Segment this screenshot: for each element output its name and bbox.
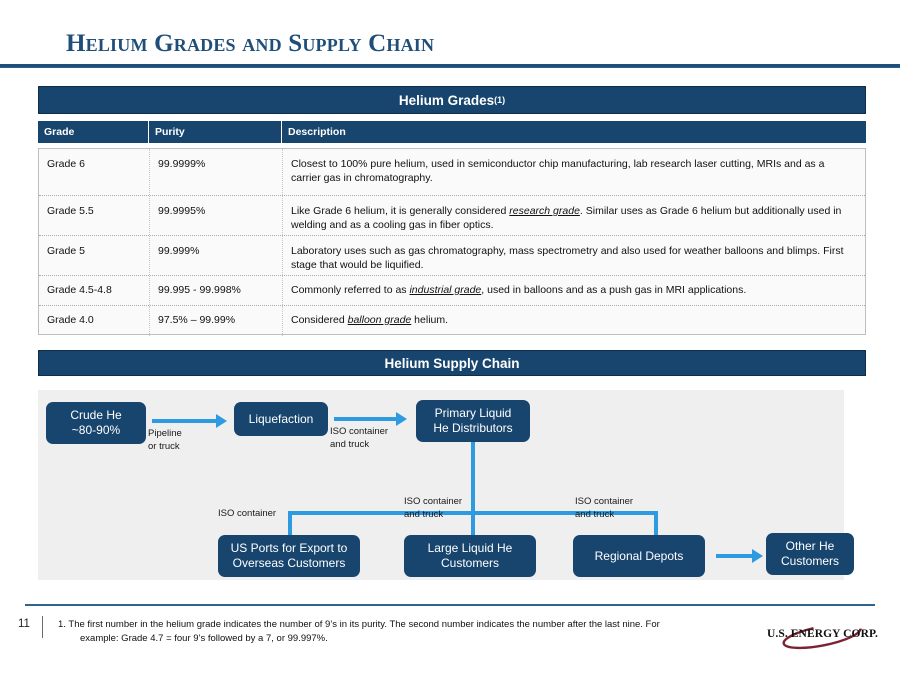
flow-label-iso-2-line2: and truck (404, 508, 444, 520)
flow-label-iso-container-and-truck-2: ISO container and truck (404, 496, 462, 522)
arrow-depots-to-other-customers (716, 554, 752, 558)
grades-banner-footnote-ref: (1) (494, 95, 506, 105)
node-regional-depots[interactable]: Regional Depots (573, 535, 705, 577)
cell-purity: 99.9999% (149, 149, 282, 195)
node-crude-he-line2: ~80-90% (71, 423, 121, 437)
flow-label-iso-3-line1: ISO container (575, 496, 634, 507)
footer-divider (25, 604, 875, 606)
cell-grade: Grade 6 (47, 158, 85, 170)
table-row: Grade 6 99.9999% Closest to 100% pure he… (39, 149, 865, 196)
node-large-line2: Customers (440, 556, 499, 570)
supply-chain-banner: Helium Supply Chain (38, 350, 866, 376)
footnote-line1: 1. The first number in the helium grade … (58, 619, 660, 630)
node-ports-line1: US Ports for Export to (230, 541, 348, 555)
node-large-line1: Large Liquid He (427, 541, 513, 555)
node-crude-he-line1: Crude He (70, 408, 122, 422)
column-header-grade: Grade (44, 126, 75, 138)
node-large-liquid-he-customers[interactable]: Large Liquid He Customers (404, 535, 536, 577)
node-crude-he[interactable]: Crude He ~80-90% (46, 402, 146, 444)
flow-label-iso-only-text: ISO container (218, 508, 277, 519)
cell-grade: Grade 5.5 (47, 205, 94, 217)
supply-chain-banner-label: Helium Supply Chain (384, 355, 520, 371)
cell-description: Closest to 100% pure helium, used in sem… (282, 149, 865, 195)
connector-branch-large-customers (471, 511, 475, 537)
cell-purity: 99.999% (149, 236, 282, 275)
node-liquefaction[interactable]: Liquefaction (234, 402, 328, 436)
node-other-line1: Other He (785, 539, 835, 553)
flow-label-iso-container-and-truck-1: ISO container and truck (330, 426, 388, 452)
supply-chain-diagram: Crude He ~80-90% Liquefaction Primary Li… (38, 390, 854, 580)
connector-branch-ports (288, 511, 292, 537)
grades-table-body: Grade 6 99.9999% Closest to 100% pure he… (38, 148, 866, 336)
flow-label-iso-container-only: ISO container (218, 508, 276, 521)
arrowhead-depots-to-other-customers-icon (752, 549, 763, 563)
node-other-he-customers[interactable]: Other He Customers (766, 533, 854, 575)
flow-label-pipeline-line1: Pipeline (148, 428, 182, 439)
table-row: Grade 5.5 99.9995% Like Grade 6 helium, … (39, 196, 865, 236)
node-other-line2: Customers (780, 554, 839, 568)
cell-description: Laboratory uses such as gas chromatograp… (282, 236, 865, 275)
grades-table-header-row: Grade Purity Description (38, 121, 866, 143)
column-header-purity: Purity (148, 121, 281, 143)
arrow-liquefaction-to-distributors (334, 417, 396, 421)
page-title: Helium Grades and Supply Chain (66, 30, 435, 57)
cell-purity: 99.995 - 99.998% (149, 276, 282, 305)
flow-label-pipeline-or-truck: Pipeline or truck (148, 428, 182, 454)
flow-label-iso-2-line1: ISO container (404, 496, 463, 507)
page-number: 11 (18, 618, 30, 630)
table-row: Grade 4.5-4.8 99.995 - 99.998% Commonly … (39, 276, 865, 306)
grades-table-banner: Helium Grades (1) (38, 86, 866, 114)
flow-label-iso-1-line1: ISO container (330, 426, 389, 437)
title-divider-thin (0, 67, 900, 68)
logo-text: U.S. ENERGY CORP. (766, 628, 879, 640)
flow-label-iso-1-line2: and truck (330, 438, 370, 450)
column-header-description: Description (281, 121, 866, 143)
emphasis-term: industrial grade (409, 284, 482, 296)
footer-vertical-divider (42, 616, 43, 638)
emphasis-term: research grade (509, 205, 580, 217)
footnote-line2: example: Grade 4.7 = four 9’s followed b… (80, 633, 328, 645)
connector-branch-depots (654, 511, 658, 537)
cell-purity: 99.9995% (149, 196, 282, 235)
cell-description: Like Grade 6 helium, it is generally con… (282, 196, 865, 235)
title-divider (0, 64, 900, 67)
node-us-ports-export[interactable]: US Ports for Export to Overseas Customer… (218, 535, 360, 577)
cell-description: Commonly referred to as industrial grade… (282, 276, 865, 305)
arrow-crude-to-liquefaction (152, 419, 216, 423)
emphasis-term: balloon grade (347, 314, 412, 326)
cell-grade: Grade 4.0 (47, 314, 94, 326)
node-distributors-line1: Primary Liquid (434, 406, 512, 420)
flow-label-iso-container-and-truck-3: ISO container and truck (575, 496, 633, 522)
node-ports-line2: Overseas Customers (232, 556, 346, 570)
node-primary-liquid-he-distributors[interactable]: Primary Liquid He Distributors (416, 400, 530, 442)
arrowhead-liquefaction-to-distributors-icon (396, 412, 407, 426)
table-row: Grade 5 99.999% Laboratory uses such as … (39, 236, 865, 276)
cell-description: Considered balloon grade helium. (282, 306, 865, 336)
cell-grade: Grade 4.5-4.8 (47, 284, 112, 296)
logo-swoosh-icon (782, 622, 862, 650)
footnote: 1. The first number in the helium grade … (58, 618, 748, 647)
flow-label-iso-3-line2: and truck (575, 508, 615, 520)
table-row: Grade 4.0 97.5% – 99.99% Considered ball… (39, 306, 865, 336)
connector-distributors-down (471, 442, 475, 513)
arrowhead-crude-to-liquefaction-icon (216, 414, 227, 428)
company-logo: U.S. ENERGY CORP. (765, 620, 880, 654)
node-distributors-line2: He Distributors (433, 421, 513, 435)
cell-purity: 97.5% – 99.99% (149, 306, 282, 336)
cell-grade: Grade 5 (47, 245, 85, 257)
flow-label-pipeline-line2: or truck (148, 440, 180, 452)
grades-banner-label: Helium Grades (398, 92, 495, 108)
